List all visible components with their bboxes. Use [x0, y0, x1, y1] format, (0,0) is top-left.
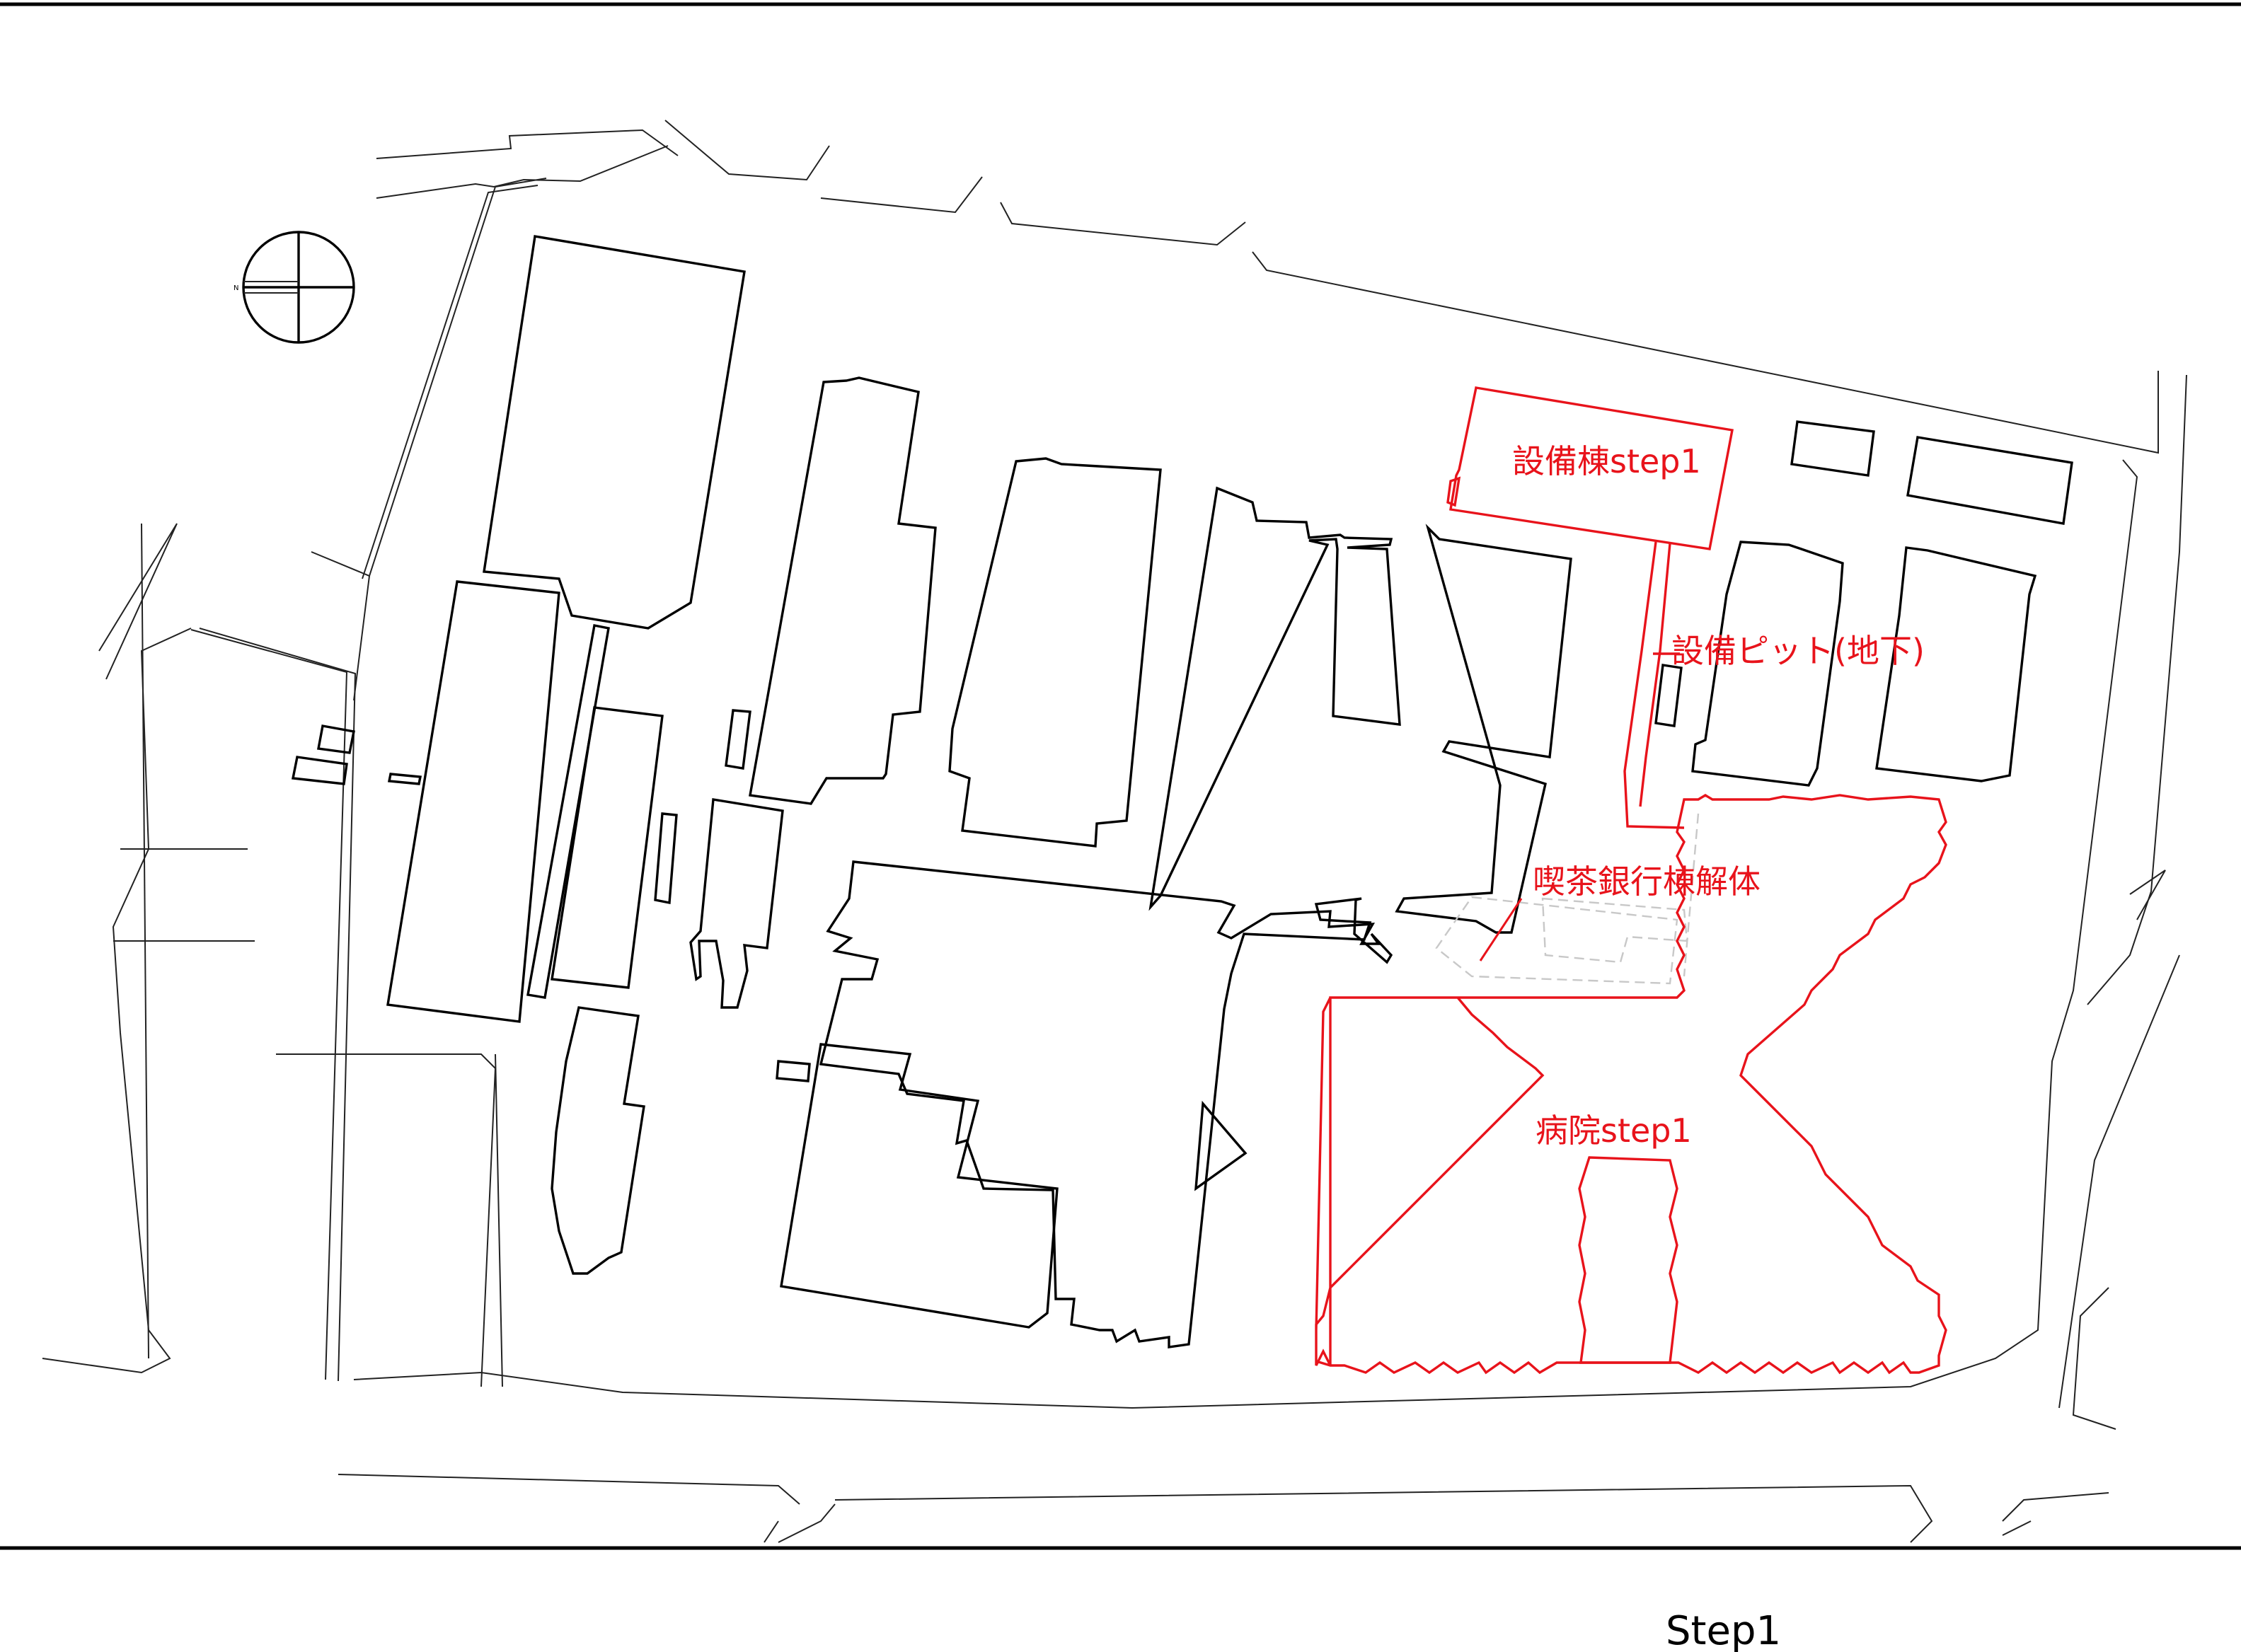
label-hospital: 病院step1	[1536, 1111, 1692, 1150]
small-block-7	[776, 1060, 811, 1082]
building-central-d	[1395, 524, 1572, 934]
existing-buildings	[291, 235, 2073, 1348]
building-west-mid	[551, 706, 664, 989]
demolished-building	[1435, 813, 1700, 985]
building-east-c	[1790, 420, 1875, 477]
small-block-8	[1654, 664, 1683, 727]
building-central-a	[749, 376, 937, 805]
roads	[42, 120, 2187, 1543]
demolition-leader-line	[1479, 898, 1523, 961]
north-compass-icon: N	[234, 231, 355, 344]
step-caption: Step1	[1666, 1608, 1781, 1652]
north-label: N	[234, 284, 238, 292]
building-east-d	[1906, 436, 2073, 525]
building-curved	[551, 1006, 645, 1275]
equipment-pit-route	[1623, 541, 1685, 829]
covered-walkway	[526, 623, 610, 999]
equipment-pit-route-2	[1639, 543, 1671, 807]
new-construction	[1315, 386, 1947, 1375]
label-equipment-pit: 設備ピット(地下)	[1671, 632, 1925, 670]
small-block-3	[387, 773, 422, 785]
hospital-center-wing	[1578, 1156, 1678, 1364]
building-south-main	[819, 860, 1393, 1348]
building-central-c	[1148, 486, 1401, 911]
building-west-long	[386, 580, 560, 1023]
equipment-building-outline	[1449, 386, 1734, 550]
building-east-b	[1875, 546, 2037, 782]
building-north-long	[483, 235, 746, 630]
small-block-4	[725, 709, 751, 770]
equipment-building-steps	[1446, 476, 1461, 507]
building-central-b	[948, 457, 1162, 848]
building-south-block	[780, 1043, 1059, 1329]
label-cafe-bank-demolition: 喫茶銀行棟解体	[1533, 862, 1761, 901]
building-east-a	[1691, 541, 1844, 787]
triangle-canopy	[1194, 1100, 1248, 1191]
small-block-6	[689, 798, 784, 1009]
small-block-2	[291, 756, 348, 785]
label-equipment-building: 設備棟step1	[1512, 442, 1701, 480]
small-block-1	[316, 724, 356, 754]
small-block-5	[654, 812, 678, 905]
